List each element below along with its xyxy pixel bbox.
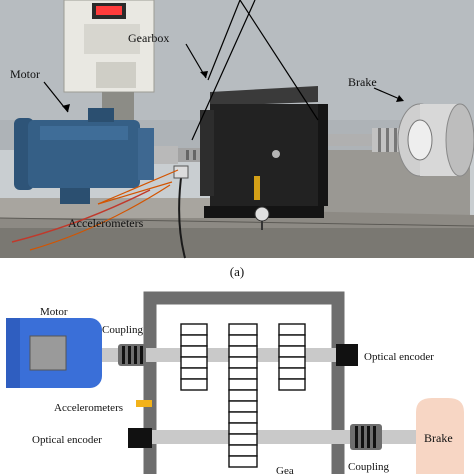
- schematic-coupling-top: [118, 344, 146, 366]
- arrow-head: [200, 71, 208, 78]
- schematic-label-gearbox-partial: Gea: [276, 465, 294, 474]
- schematic-panel: Motor Coupling Optical encoder Accelerom…: [6, 291, 464, 474]
- gearbox-housing: [143, 291, 345, 474]
- photo-panel: Motor Gearbox Brake Accelerometers: [0, 0, 474, 259]
- accelerometer-marker: [136, 400, 152, 407]
- schematic-label-motor: Motor: [40, 306, 68, 318]
- schematic-brake: [416, 398, 464, 474]
- sensor-cable: [29, 184, 171, 251]
- schematic-label-coupling-bottom: Coupling: [348, 461, 389, 473]
- photo-brake: [397, 103, 474, 177]
- schematic-label-optical-encoder-bottom: Optical encoder: [32, 434, 102, 446]
- photo-label-motor: Motor: [10, 67, 40, 81]
- schematic-label-accelerometers: Accelerometers: [54, 402, 123, 414]
- schematic-label-coupling-top: Coupling: [102, 324, 143, 336]
- panel-caption-a: (a): [230, 264, 244, 279]
- pointer-line: [207, 0, 241, 81]
- pointer-line: [191, 0, 256, 141]
- gear-left: [180, 323, 208, 391]
- photo-accelerometer: [173, 165, 189, 179]
- brake-arrow: [373, 87, 403, 101]
- output-shaft: [146, 430, 416, 444]
- gear-center: [228, 323, 258, 468]
- power-cable: [178, 169, 186, 259]
- accelerometer-arrow: [97, 181, 173, 205]
- optical-encoder-top: [336, 344, 358, 366]
- schematic-label-optical-encoder-top: Optical encoder: [364, 351, 434, 363]
- photo-label-brake: Brake: [348, 75, 377, 89]
- photo-motor: [14, 108, 154, 204]
- photo-gearbox: [200, 86, 328, 230]
- photo-coupling-right: [328, 128, 402, 152]
- schematic-coupling-bottom: [350, 424, 382, 450]
- gear-right: [278, 323, 306, 391]
- photo-label-gearbox: Gearbox: [128, 31, 169, 45]
- pointer-line: [239, 0, 319, 121]
- arrow-head: [396, 95, 404, 102]
- photo-coupling-left: [154, 146, 208, 164]
- photo-label-accelerometers: Accelerometers: [68, 216, 144, 230]
- arrow-head: [62, 104, 70, 112]
- optical-encoder-bottom: [128, 428, 152, 448]
- sensor-cable: [11, 189, 151, 243]
- schematic-label-brake: Brake: [424, 431, 453, 445]
- accelerometer-arrow: [97, 169, 179, 205]
- schematic-motor: [6, 318, 118, 388]
